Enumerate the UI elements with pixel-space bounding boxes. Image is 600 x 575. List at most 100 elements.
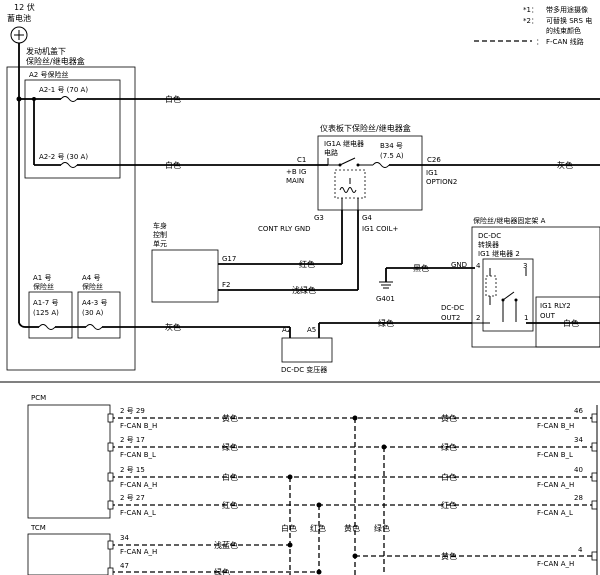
svg-text:F-CAN A_H: F-CAN A_H (537, 481, 574, 489)
fuse-a2-2-label: A2-2 号 (30 A) (39, 153, 88, 161)
body-control-unit: 车身 控制 单元 G17 F2 (151, 210, 359, 303)
a2-fuse-group (24, 79, 121, 179)
relay-coil-symbol (339, 187, 357, 193)
pin-g3: G3 (314, 214, 324, 222)
fuse-a2-1-label: A2-1 号 (70 A) (39, 86, 88, 94)
fuse-a2-1-symbol (60, 96, 78, 102)
wire-color-label: 白色 (441, 472, 457, 482)
pin-ig1-rly2-out: IG1 RLY2 (540, 302, 571, 310)
wire-color-label: 灰色 (165, 322, 181, 332)
pin-g4: G4 (362, 214, 372, 222)
wire-color-label: 白色 (281, 523, 297, 533)
wire-color-label: 黄色 (344, 523, 360, 533)
battery-voltage: 12 伏 (14, 2, 35, 12)
wire-color-label: 白色 (222, 472, 238, 482)
a2-fuse-group-label: A2 号保险丝 (29, 70, 68, 79)
fcan-bus (107, 405, 598, 575)
svg-text:单元: 单元 (153, 239, 167, 248)
tcm-pin-34: 34 (120, 534, 129, 542)
fuse-a1-label: A1 号 (33, 274, 51, 282)
dash-fuse-box: 仪表板下保险丝/继电器盒 IG1A 继电器 电路 B34 号 (7.5 A) C… (258, 123, 600, 233)
fuse-a1-7-label: A1-7 号 (33, 299, 58, 307)
right-pin-40: 40 (574, 466, 583, 474)
battery: 12 伏 蓄电池 (7, 2, 35, 323)
wire-color-label: 绿色 (374, 523, 390, 533)
svg-text:F-CAN B_H: F-CAN B_H (120, 422, 157, 430)
right-pin-28: 28 (574, 494, 583, 502)
svg-text:F-CAN B_L: F-CAN B_L (537, 451, 573, 459)
svg-text:F-CAN A_L: F-CAN A_L (537, 509, 573, 517)
svg-text:保险丝: 保险丝 (82, 282, 103, 291)
ig1-relay-2-label: IG1 继电器 2 (478, 249, 520, 258)
right-pin-46: 46 (574, 407, 583, 415)
fuse-a4-3-label: A4-3 号 (82, 299, 107, 307)
tcm-box (27, 533, 111, 575)
pin-gnd: GND (451, 261, 467, 269)
svg-text:的线束颜色: 的线束颜色 (546, 26, 581, 35)
svg-text:OUT: OUT (540, 312, 556, 320)
svg-text:4: 4 (476, 262, 481, 270)
dcdc-converter-label: DC-DC (478, 232, 501, 240)
svg-text:*1：: *1： (523, 6, 538, 14)
dcdc-transformer: A2 A5 DC-DC 变压器 (281, 322, 472, 374)
pcm-label: PCM (31, 394, 46, 402)
legend-fcan-label: F-CAN 线路 (546, 37, 584, 46)
dash-box-title: 仪表板下保险丝/继电器盒 (320, 123, 411, 133)
ig1a-relay-label: IG1A 继电器 (324, 139, 364, 148)
svg-text:保险丝: 保险丝 (33, 282, 54, 291)
svg-text:(125 A): (125 A) (33, 309, 59, 317)
wire-color-label: 白色 (563, 318, 579, 328)
ground-label: G401 (376, 295, 395, 303)
svg-text:电路: 电路 (324, 148, 338, 157)
dcdc-transformer-label: DC-DC 变压器 (281, 365, 327, 374)
svg-text:2: 2 (476, 314, 480, 322)
svg-text:保险丝/继电器盒: 保险丝/继电器盒 (26, 56, 85, 66)
wire-color-label: 白色 (165, 94, 181, 104)
wire-color-label: 黄色 (441, 551, 457, 561)
wire-color-label: 黑色 (413, 263, 429, 273)
body-unit-label: 车身 (153, 221, 167, 230)
ig1-rly2-out-box (535, 296, 600, 348)
pcm-pin-15: 2 号 15 (120, 466, 145, 474)
wire-color-label: 灰色 (557, 160, 573, 170)
dash-box-outline (317, 135, 423, 211)
right-pin-34: 34 (574, 436, 583, 444)
relay-switch-symbol (339, 157, 356, 166)
svg-text:IG1: IG1 (426, 169, 438, 177)
svg-text:OPTION2: OPTION2 (426, 178, 457, 186)
svg-text:(30 A): (30 A) (82, 309, 104, 317)
fuse-b34-label: B34 号 (380, 142, 403, 150)
wire-color-label: 红色 (310, 523, 326, 533)
ground-g401: G401 (376, 267, 475, 303)
svg-text:转换器: 转换器 (478, 240, 499, 249)
pcm-module: PCM 2 号 29 F-CAN B_H 2 号 17 F-CAN B_L 2 … (27, 394, 157, 519)
svg-text:F-CAN B_L: F-CAN B_L (120, 451, 156, 459)
svg-text:(7.5 A): (7.5 A) (380, 152, 404, 160)
right-pin-4: 4 (578, 546, 583, 554)
pcm-pin-27: 2 号 27 (120, 494, 145, 502)
dcdc-transformer-box (281, 337, 333, 363)
wire-color-label: 浅绿色 (292, 285, 316, 295)
svg-text:OUT2: OUT2 (441, 314, 460, 322)
fuse-a1-7-symbol (38, 324, 56, 330)
wire-color-label: 绿色 (378, 318, 394, 328)
wire-color-label: 白色 (165, 160, 181, 170)
legend-note-1: 带多用途摄像 (546, 5, 588, 14)
pin-c1: C1 (297, 156, 306, 164)
legend-note-2: 可替换 SRS 电 (546, 16, 592, 25)
relay-holder-a: 保险丝/继电器固定架 A DC-DC 转换器 IG1 继电器 2 GND 4 3… (441, 216, 600, 348)
svg-text:*2：: *2： (523, 17, 538, 25)
relay-2-switch-symbol (502, 291, 515, 301)
pin-f2: F2 (222, 281, 230, 289)
tcm-label: TCM (30, 524, 46, 532)
fuse-a2-2-symbol (60, 162, 78, 168)
wire-color-label: 浅蓝色 (214, 540, 238, 550)
pin-a2: A2 (282, 326, 291, 334)
wire-color-label: 红色 (222, 500, 238, 510)
fuse-a4-label: A4 号 (82, 274, 100, 282)
pin-c26: C26 (427, 156, 441, 164)
fuse-a1-box (28, 291, 73, 339)
svg-text:CONT RLY GND: CONT RLY GND (258, 225, 311, 233)
body-unit-box (151, 249, 219, 303)
